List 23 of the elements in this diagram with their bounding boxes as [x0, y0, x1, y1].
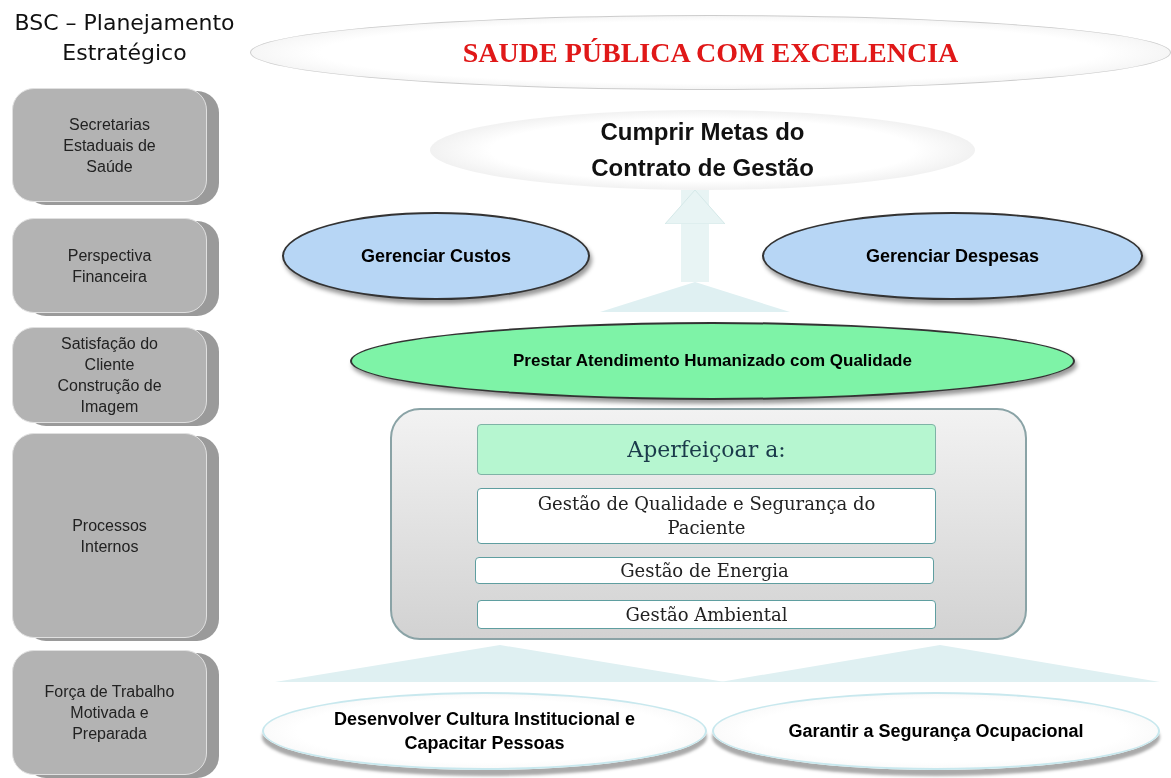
node-label: Gerenciar Custos: [360, 245, 512, 267]
node-label: SAUDE PÚBLICA COM EXCELENCIA: [462, 36, 959, 69]
group-panel: [390, 408, 1027, 640]
node-label: Desenvolver Cultura Institucional e Capacitar Pessoas: [332, 708, 637, 755]
node-label: Perspectiva Financeira: [66, 245, 153, 287]
node-label: Cumprir Metas do Contrato de Gestão: [590, 117, 815, 183]
process-box: [477, 488, 936, 544]
node-label: Gestão Ambiental: [625, 602, 788, 627]
node-label: Garantir a Segurança Ocupacional: [788, 720, 1084, 743]
node-label: Força de Trabalho Motivada e Preparada: [43, 682, 176, 744]
heading-box: [477, 424, 936, 475]
node-label: Prestar Atendimento Humanizado com Qualidade: [513, 351, 912, 371]
process-box: [477, 600, 936, 629]
diagram-title: BSC – Planejamento Estratégico: [13, 9, 236, 67]
node-label: Processos Internos: [71, 515, 148, 557]
node-label: Satisfação do Cliente Construção de Imagem: [56, 334, 163, 417]
process-box: [475, 557, 934, 584]
node-label: Aperfeiçoar a:: [627, 437, 786, 462]
node-label: Gestão de Qualidade e Segurança do Paciente: [536, 492, 877, 540]
arrow: [664, 189, 726, 282]
node-label: Gestão de Energia: [620, 558, 789, 583]
node-label: Gerenciar Despesas: [865, 245, 1040, 267]
node-label: Secretarias Estaduais de Saúde: [62, 114, 157, 177]
